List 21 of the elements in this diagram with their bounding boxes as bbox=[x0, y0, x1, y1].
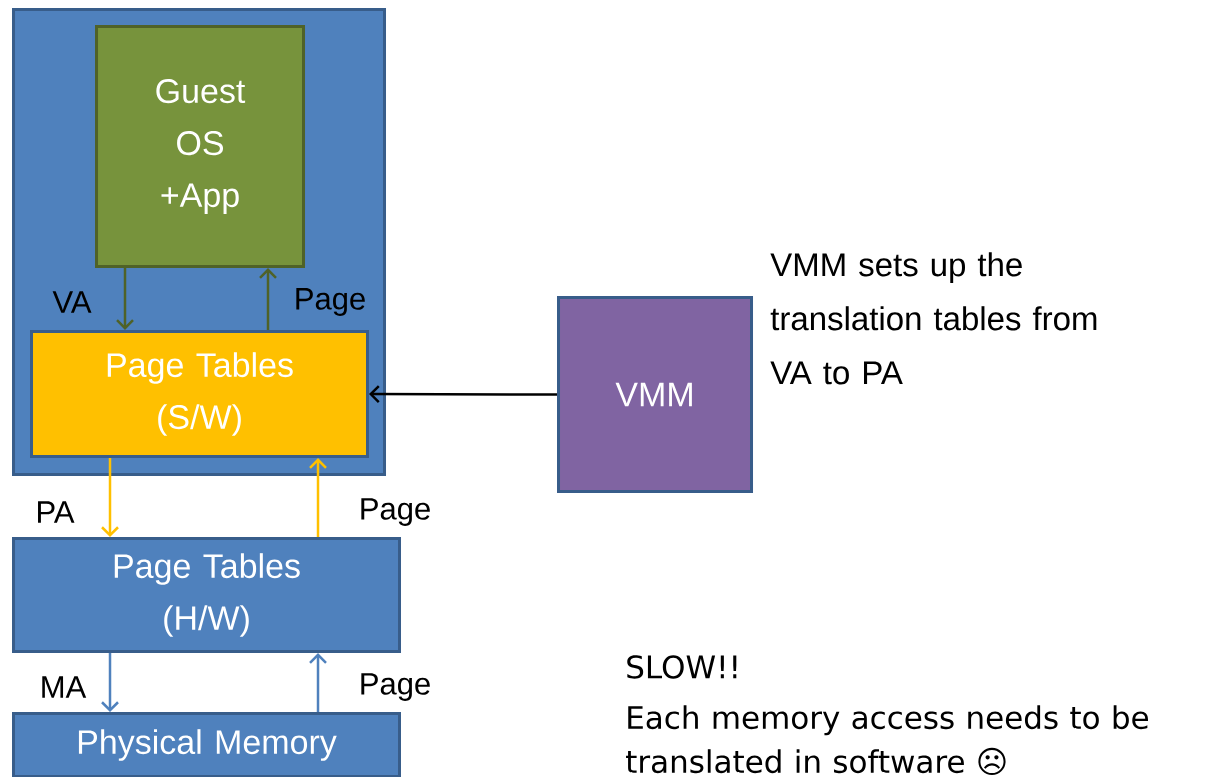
process-box: Physical Memory bbox=[12, 712, 401, 777]
process-box: Page Tables (S/W) bbox=[30, 330, 369, 458]
annotation-text: VMM sets up the translation tables from VA to PA bbox=[770, 252, 1097, 385]
process-box: Guest OS +App bbox=[95, 25, 305, 268]
arrow bbox=[309, 458, 327, 537]
process-box: VMM bbox=[557, 296, 753, 493]
arrow bbox=[116, 268, 134, 330]
edge-label: MA bbox=[42, 676, 87, 698]
note-text: Each memory access needs to be translated in software ☹ bbox=[626, 705, 1148, 776]
arrow bbox=[101, 458, 119, 537]
arrow bbox=[101, 653, 119, 712]
note-text: SLOW!! bbox=[627, 655, 737, 679]
arrow bbox=[309, 653, 327, 712]
edge-label: Page bbox=[361, 673, 430, 701]
edge-label: VA bbox=[52, 291, 92, 313]
arrow bbox=[259, 268, 277, 330]
edge-label: Page bbox=[296, 288, 365, 316]
arrow bbox=[369, 385, 557, 403]
edge-label: Page bbox=[361, 498, 430, 526]
edge-label: PA bbox=[38, 501, 75, 523]
process-box: Page Tables (H/W) bbox=[12, 537, 401, 653]
